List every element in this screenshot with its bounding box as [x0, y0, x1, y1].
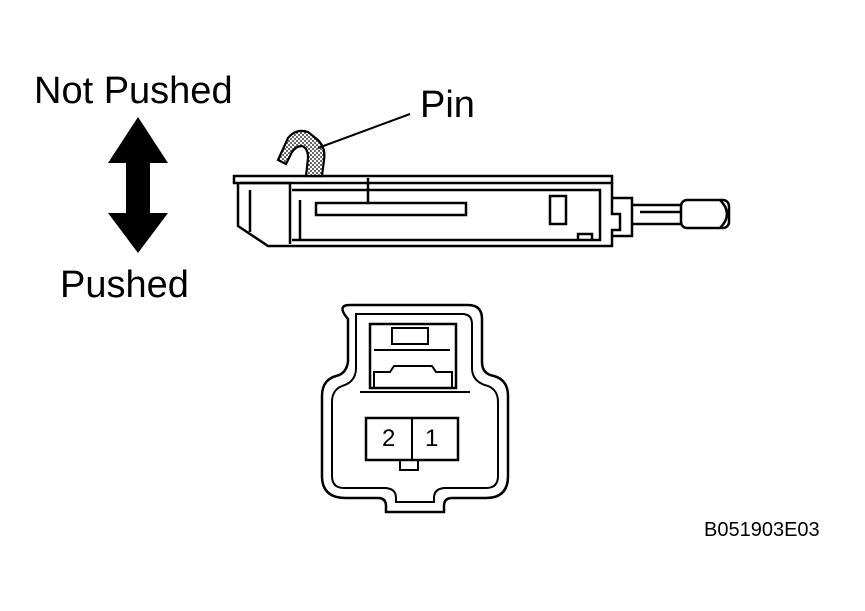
not-pushed-label: Not Pushed	[34, 70, 233, 112]
terminal-1-label: 1	[425, 425, 439, 452]
switch-side-view	[232, 174, 682, 248]
terminal-2-label: 2	[382, 425, 396, 452]
connector-front-view	[320, 303, 510, 514]
figure-code: B051903E03	[704, 519, 820, 541]
pin-icon	[276, 129, 326, 178]
pin-leader-line	[317, 113, 411, 149]
double-arrow-icon	[108, 117, 168, 253]
pushed-label: Pushed	[60, 264, 189, 306]
pin-label: Pin	[420, 84, 475, 126]
cable	[679, 198, 731, 230]
